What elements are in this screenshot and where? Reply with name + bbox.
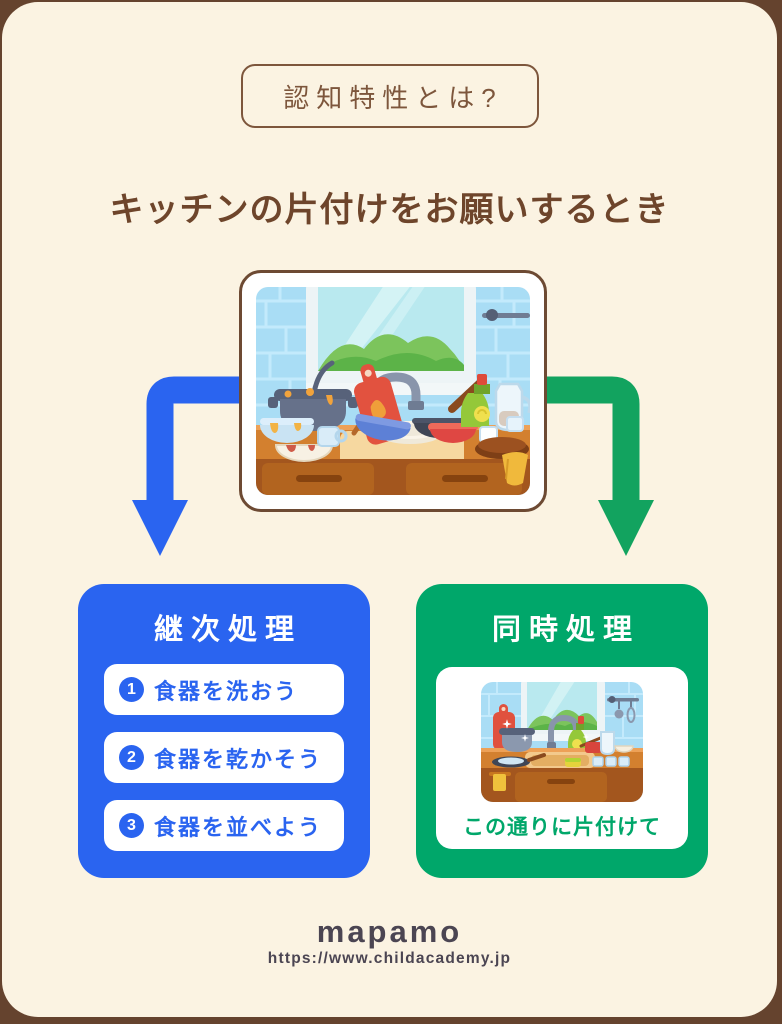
page-title: キッチンの片付けをお願いするとき [109,191,670,229]
step-item-2: 2 食器を乾かそう [104,732,344,783]
step-item-1: 1 食器を洗おう [104,664,344,715]
sequential-panel: 継次処理 1 食器を洗おう 2 食器を乾かそう 3 食器を並べよう [78,584,370,878]
step-number-badge-1: 1 [119,677,144,702]
step-number-badge-3: 3 [119,813,144,838]
simultaneous-panel-title: 同時処理 [491,614,640,646]
tidy-kitchen-card: この通りに片付けて [436,667,688,849]
tidy-kitchen-svg [481,682,643,802]
messy-kitchen-illustration [256,287,530,495]
step-number-badge-2: 2 [119,745,144,770]
step-label-1: 食器を洗おう [154,678,299,704]
topic-badge: 認知特性とは? [240,64,539,128]
tidy-kitchen-caption: この通りに片付けて [463,816,661,839]
sequential-panel-title: 継次処理 [153,614,302,646]
simultaneous-branch-arrow-icon [531,376,654,556]
step-label-2: 食器を乾かそう [154,746,323,772]
sequential-branch-arrow-icon [132,376,255,556]
step-label-3: 食器を並べよう [154,814,323,840]
tidy-kitchen-illustration [481,682,643,802]
messy-kitchen-svg [256,287,530,495]
simultaneous-panel: 同時処理 [416,584,708,878]
topic-badge-label: 認知特性とは? [283,82,503,113]
brand-logo-text: mapamo [316,914,463,949]
step-item-3: 3 食器を並べよう [104,800,344,851]
brand-url: https://www.childacademy.jp [267,950,512,967]
kitchen-scene-card [239,270,547,512]
